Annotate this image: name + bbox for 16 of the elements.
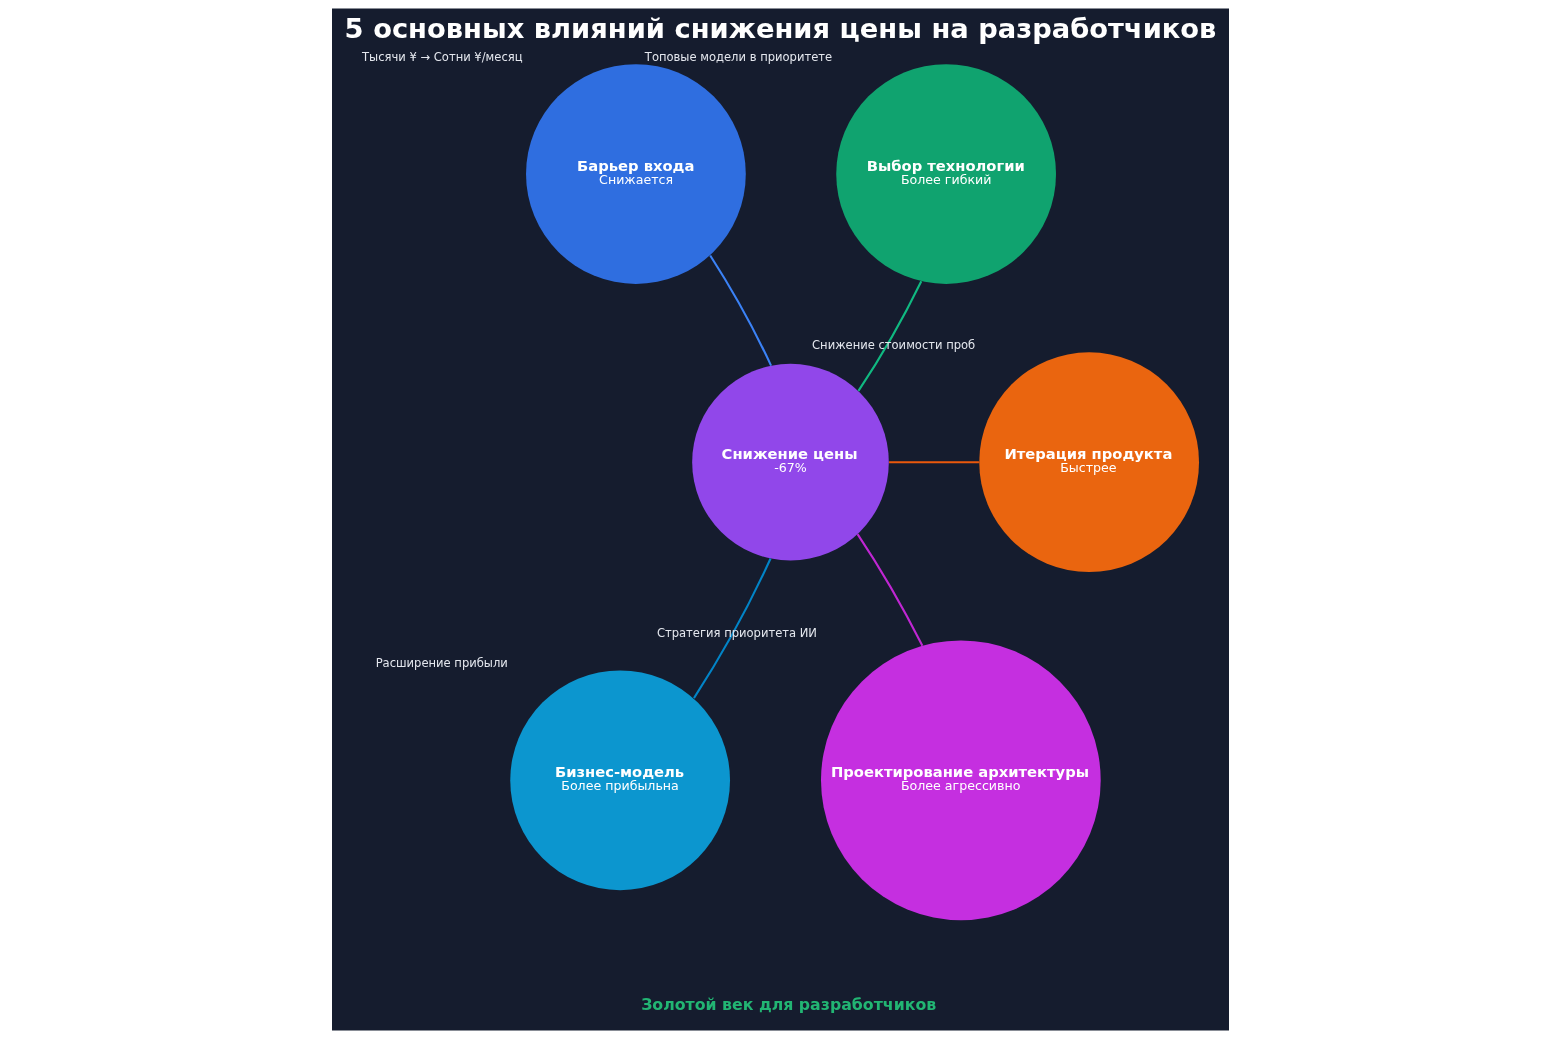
connector [692, 558, 771, 699]
node-circle: Проектирование архитектуры Более агрессивно [820, 640, 1101, 921]
node-label: Топовые модели в приоритете [644, 49, 832, 64]
node-circle: Бизнес-модель Более прибыльна [509, 670, 730, 891]
node-circle: Снижение цены -67% [691, 363, 889, 561]
node-label: Тысячи ¥ → Сотни ¥/месяц [361, 49, 523, 64]
connector [856, 533, 923, 647]
connector [857, 280, 922, 392]
connector [888, 461, 979, 464]
diagram-title: 5 основных влияний снижения цены на разработчиков [344, 12, 1216, 44]
node-circle: Итерация продукта Быстрее [978, 352, 1199, 573]
node-label: Расширение прибыли [375, 656, 508, 671]
node-circle: Барьер входа Снижается [525, 64, 746, 284]
node-circle: Выбор технологии Более гибкий [835, 64, 1056, 284]
caption: Золотой век для разработчиков [640, 995, 936, 1015]
connector [708, 254, 772, 367]
